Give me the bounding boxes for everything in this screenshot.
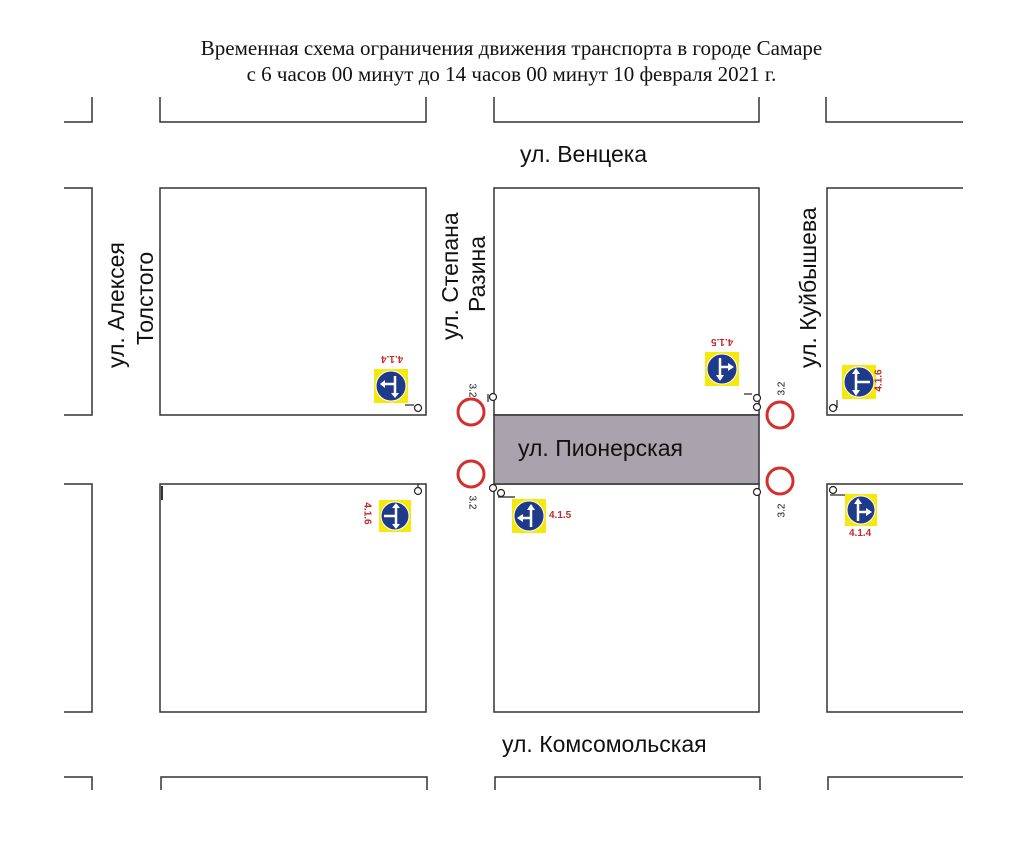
block-edge <box>493 97 760 123</box>
sign-code-label: 4.1.4 <box>849 528 872 539</box>
no-entry-signs <box>456 397 795 496</box>
block <box>159 483 427 713</box>
block-edge <box>64 483 93 713</box>
street-label-razina-line2: Разина <box>464 236 490 312</box>
block-edge <box>64 97 93 123</box>
map-title-line2: с 6 часов 00 минут до 14 часов 00 минут … <box>246 62 777 86</box>
direction-sign-4-1-5 <box>512 499 546 533</box>
direction-sign-4-1-4 <box>374 369 408 403</box>
block-edge <box>826 483 963 713</box>
post-icon <box>752 487 762 497</box>
block-edge <box>826 187 963 416</box>
post-icon <box>413 486 423 496</box>
sign-label-3-2: 3.2 <box>466 495 478 510</box>
post-icon <box>828 403 838 413</box>
block-edge <box>64 187 93 416</box>
sign-label-3-2: 3.2 <box>776 381 788 396</box>
no-traffic-sign-icon <box>456 397 486 427</box>
street-label-razina-line1: ул. Степана <box>437 212 463 340</box>
direction-sign-4-1-4 <box>845 494 877 526</box>
post-icon <box>496 488 506 498</box>
sign-code-label: 4.1.6 <box>873 369 885 392</box>
sign-code-label: 4.1.4 <box>381 353 404 364</box>
post-icon <box>413 403 423 413</box>
block-edge <box>159 97 427 123</box>
direction-sign-4-1-6 <box>379 500 411 532</box>
direction-sign-4-1-6 <box>842 365 876 399</box>
post-icon <box>488 392 498 402</box>
street-label-tolstogo-line1: ул. Алексея <box>103 242 129 368</box>
direction-sign-4-1-5 <box>705 352 739 386</box>
street-label-tolstogo-line2: Толстого <box>132 251 158 345</box>
street-label-pionerskaya: ул. Пионерская <box>518 435 683 461</box>
street-label-ventseka: ул. Венцека <box>520 141 648 167</box>
closed-street-segment <box>493 414 760 485</box>
block-edge <box>160 776 428 790</box>
sign-label-3-2: 3.2 <box>776 503 788 518</box>
sign-posts <box>405 392 845 498</box>
block <box>159 187 427 416</box>
block-edge <box>827 776 963 790</box>
post-icon <box>752 393 762 403</box>
post-icon <box>752 402 762 412</box>
street-label-kuybysheva: ул. Куйбышева <box>795 207 821 368</box>
block-edge <box>64 776 93 790</box>
block-edge <box>494 776 761 790</box>
post-icon <box>828 485 838 495</box>
no-traffic-sign-icon <box>765 466 795 496</box>
map-title-line1: Временная схема ограничения движения тра… <box>200 36 823 60</box>
sign-label-3-2: 3.2 <box>466 383 478 398</box>
block-edge <box>825 97 963 123</box>
street-label-komsomolskaya: ул. Комсомольская <box>502 731 707 757</box>
post-icon <box>488 483 498 493</box>
sign-code-label: 4.1.6 <box>361 502 373 525</box>
sign-code-label: 4.1.5 <box>549 510 572 521</box>
sign-code-label: 4.1.5 <box>711 336 734 347</box>
no-traffic-sign-icon <box>765 400 795 430</box>
no-traffic-sign-icon <box>456 459 486 489</box>
